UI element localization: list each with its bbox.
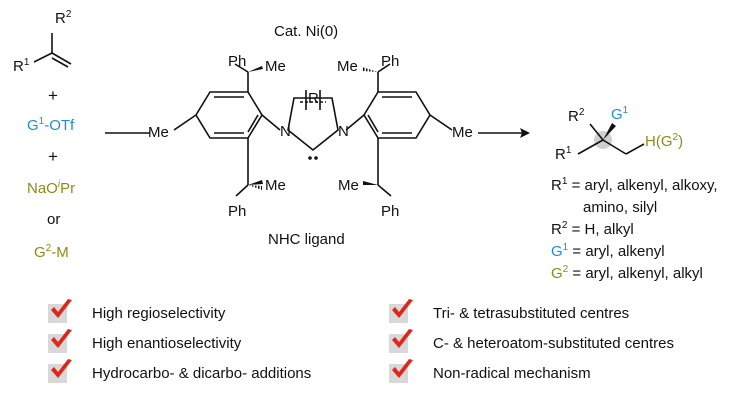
wedge-bond bbox=[363, 181, 378, 185]
check-icon bbox=[392, 359, 413, 378]
condition-row: G1 = aryl, alkenyl bbox=[551, 242, 665, 261]
feature-label: Non-radical mechanism bbox=[433, 365, 591, 382]
ligand-label: NHC ligand bbox=[268, 231, 345, 248]
feature-label: High enantioselectivity bbox=[92, 335, 242, 352]
plus-sign: + bbox=[48, 147, 58, 166]
condition-row: R2 = H, alkyl bbox=[551, 220, 634, 239]
ph-label: Ph bbox=[228, 53, 247, 70]
nucleophile-label: G2-M bbox=[34, 243, 69, 262]
me-label: Me bbox=[265, 177, 286, 194]
hash-bond bbox=[248, 185, 262, 190]
feature-label: High regioselectivity bbox=[92, 305, 226, 322]
me-label: Me bbox=[452, 124, 473, 141]
me-label: Me bbox=[265, 58, 286, 75]
n-label: N bbox=[280, 123, 291, 140]
alkene-r2-label: R2 bbox=[55, 9, 72, 28]
check-icon bbox=[392, 299, 413, 318]
product-structure bbox=[577, 123, 645, 155]
nhc-ligand-structure bbox=[173, 63, 453, 197]
reaction-arrow bbox=[478, 128, 530, 138]
ph-label: Ph bbox=[381, 203, 400, 220]
check-icon bbox=[51, 359, 72, 378]
condition-row: G2 = aryl, alkenyl, alkyl bbox=[551, 264, 703, 283]
condition-row: amino, silyl bbox=[583, 199, 658, 216]
electrophile-label: G1-OTf bbox=[27, 116, 75, 135]
product-r1-label: R1 bbox=[555, 145, 572, 164]
wedge-bond bbox=[248, 180, 263, 185]
condition-row: R1 = aryl, alkenyl, alkoxy, bbox=[551, 176, 718, 195]
feature-label: Hydrocarbo- & dicarbo- additions bbox=[92, 365, 312, 382]
feature-label: C- & heteroatom-substituted centres bbox=[433, 335, 674, 352]
plus-sign: + bbox=[48, 86, 58, 105]
catalyst-label: Cat. Ni(0) bbox=[274, 23, 339, 40]
ph-label: Ph bbox=[381, 53, 400, 70]
check-icon bbox=[392, 329, 413, 348]
r-label: R bbox=[308, 90, 319, 107]
check-icon bbox=[51, 299, 72, 318]
n-label: N bbox=[338, 123, 349, 140]
or-label: or bbox=[47, 211, 61, 228]
me-label: Me bbox=[338, 177, 359, 194]
hydride-source-label: NaOiPr bbox=[27, 179, 76, 198]
alkene-r1-label: R1 bbox=[13, 57, 30, 76]
lone-pair bbox=[314, 156, 318, 160]
product-hg2-label: H(G2) bbox=[645, 132, 684, 151]
me-label: Me bbox=[337, 58, 358, 75]
feature-label: Tri- & tetrasubstituted centres bbox=[433, 305, 630, 322]
me-label: Me bbox=[148, 124, 169, 141]
lone-pair bbox=[308, 156, 312, 160]
alkene-structure bbox=[33, 33, 72, 68]
check-icon bbox=[51, 329, 72, 348]
product-g1-label: G1 bbox=[611, 105, 629, 124]
ph-label: Ph bbox=[228, 203, 247, 220]
product-r2-label: R2 bbox=[568, 107, 585, 126]
hash-bond bbox=[362, 67, 378, 72]
